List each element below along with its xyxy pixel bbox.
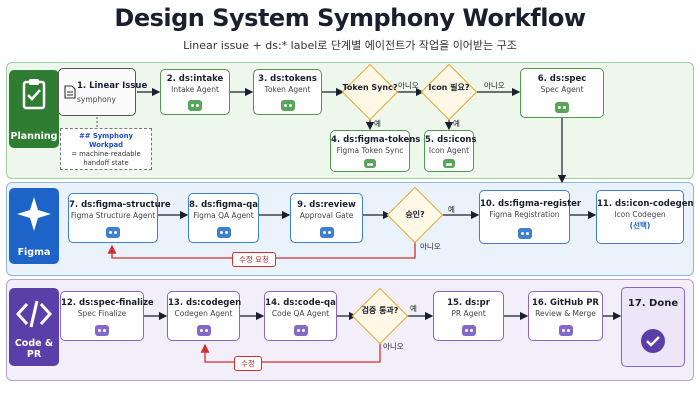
node-icons[interactable]: 5. ds:icons Icon Agent xyxy=(424,130,477,172)
node-subtitle: Figma Token Sync xyxy=(336,146,404,155)
edge-label-yes: 예 xyxy=(453,119,460,128)
node-spec[interactable]: 6. ds:spec Spec Agent xyxy=(520,68,604,118)
node-codegen[interactable]: 13. ds:codegen Codegen Agent xyxy=(167,291,242,341)
revise-request-label: 수정 요청 xyxy=(232,252,276,267)
node-subtitle: Intake Agent xyxy=(171,85,219,94)
robot-icon xyxy=(106,227,120,238)
figma-lane-label: Figma xyxy=(17,247,51,258)
planning-lane-badge: Planning xyxy=(9,70,59,148)
robot-icon xyxy=(280,100,295,111)
node-tokens[interactable]: 3. ds:tokens Token Agent xyxy=(253,69,322,115)
node-github-pr[interactable]: 16. GitHub PR Review & Merge xyxy=(528,291,603,341)
edge-revise xyxy=(200,341,381,363)
node-title: 4. ds:figma-tokens xyxy=(331,135,421,145)
robot-icon xyxy=(558,325,573,336)
robot-icon xyxy=(196,325,211,336)
node-subtitle: Icon Codegen xyxy=(614,210,666,219)
robot-icon xyxy=(461,325,476,336)
node-subtitle: Token Agent xyxy=(264,85,311,94)
workpad-heading: ## Symphony Workpad xyxy=(79,132,133,149)
edge-label-yes: 예 xyxy=(374,119,381,128)
node-subtitle: Code QA Agent xyxy=(271,309,330,318)
page-title: Design System Symphony Workflow xyxy=(114,4,586,32)
node-subtitle: Figma QA Agent xyxy=(193,211,254,220)
node-title: 14. ds:code-qa xyxy=(265,298,336,308)
workpad-line: = machine-readable xyxy=(71,150,141,158)
node-title: 1. Linear Issue xyxy=(77,81,148,91)
node-done[interactable]: 17. Done xyxy=(621,287,685,367)
node-title: 7. ds:figma-structure xyxy=(69,200,171,210)
node-subtitle: Codegen Agent xyxy=(174,309,233,318)
edge-label-no: 아니오 xyxy=(420,242,441,251)
node-subtitle: PR Agent xyxy=(451,309,486,318)
node-subtitle: Spec Agent xyxy=(540,85,584,94)
node-icon-codegen[interactable]: 11. ds:icon-codegen Icon Codegen (선택) xyxy=(596,190,694,244)
decision-token-sync-label: Token Sync? xyxy=(342,83,398,92)
edge-label-yes: 예 xyxy=(410,304,417,313)
decision-icon-needed-label: Icon 필요? xyxy=(428,83,470,92)
code-icon xyxy=(15,300,53,328)
node-subtitle: symphony xyxy=(77,95,116,104)
node-subtitle: Icon Agent xyxy=(428,146,470,155)
node-subtitle: Approval Gate xyxy=(299,211,354,220)
figma-lane-badge: Figma xyxy=(9,188,59,264)
code-lane-badge: Code & PR xyxy=(9,288,59,366)
robot-icon xyxy=(443,159,455,168)
robot-icon xyxy=(555,102,569,113)
robot-icon xyxy=(188,100,202,111)
node-title: 5. ds:icons xyxy=(425,135,477,145)
node-pr[interactable]: 15. ds:pr PR Agent xyxy=(433,291,504,341)
node-title: 2. ds:intake xyxy=(166,74,224,84)
robot-icon xyxy=(216,227,231,238)
node-figma-qa[interactable]: 8. ds:figma-qa Figma QA Agent xyxy=(188,193,259,243)
node-linear-issue[interactable]: 1. Linear Issue symphony xyxy=(58,68,147,116)
node-title: 16. GitHub PR xyxy=(532,298,599,308)
edge-label-no: 아니오 xyxy=(398,81,419,90)
node-title: 15. ds:pr xyxy=(447,298,490,308)
code-lane-label: Code & PR xyxy=(14,338,54,360)
planning-lane-label: Planning xyxy=(10,131,58,142)
node-figma-structure[interactable]: 7. ds:figma-structure Figma Structure Ag… xyxy=(68,193,171,243)
decision-validation-label: 검증 통과? xyxy=(361,306,399,315)
sparkle-icon xyxy=(17,197,51,231)
edge-label-no: 아니오 xyxy=(383,342,404,351)
node-title: 11. ds:icon-codegen xyxy=(597,199,694,209)
node-spec-finalize[interactable]: 12. ds:spec-finalize Spec Finalize xyxy=(60,291,154,341)
robot-icon xyxy=(319,227,334,238)
robot-icon xyxy=(364,159,376,168)
robot-icon xyxy=(517,228,532,239)
node-title: 3. ds:tokens xyxy=(258,74,317,84)
node-subtitle: Figma Registration xyxy=(489,210,560,219)
check-circle-icon xyxy=(641,329,665,353)
node-intake[interactable]: 2. ds:intake Intake Agent xyxy=(160,69,230,115)
edge-label-no: 아니오 xyxy=(484,81,505,90)
node-subtitle: Figma Structure Agent xyxy=(70,211,156,220)
robot-icon xyxy=(95,325,109,336)
page-subtitle: Linear issue + ds:* label로 단계별 에이전트가 작업을… xyxy=(183,39,517,52)
node-subtitle: Review & Merge xyxy=(535,309,596,318)
node-title: 10. ds:figma-register xyxy=(480,199,582,209)
robot-icon xyxy=(293,325,308,336)
node-code-qa[interactable]: 14. ds:code-qa Code QA Agent xyxy=(264,291,337,341)
node-title: 13. ds:codegen xyxy=(168,298,242,308)
document-icon xyxy=(64,85,76,99)
node-title: 17. Done xyxy=(627,298,679,309)
node-figma-tokens[interactable]: 4. ds:figma-tokens Figma Token Sync xyxy=(330,130,421,172)
node-subtitle: Spec Finalize xyxy=(77,309,127,318)
node-note: (선택) xyxy=(629,221,651,230)
node-figma-register[interactable]: 10. ds:figma-register Figma Registration xyxy=(479,190,582,244)
node-title: 6. ds:spec xyxy=(537,74,587,84)
edge-label-yes: 예 xyxy=(448,205,455,214)
workpad-note: ## Symphony Workpad = machine-readable h… xyxy=(60,128,152,170)
decision-approval-label: 승인? xyxy=(405,210,425,219)
revise-label: 수정 xyxy=(234,356,262,371)
clipboard-icon xyxy=(22,79,46,110)
node-title: 9. ds:review xyxy=(297,200,356,210)
node-review[interactable]: 9. ds:review Approval Gate xyxy=(290,193,363,243)
workpad-line: handoff state xyxy=(83,159,129,167)
node-title: 12. ds:spec-finalize xyxy=(61,298,154,308)
node-title: 8. ds:figma-qa xyxy=(189,200,258,210)
